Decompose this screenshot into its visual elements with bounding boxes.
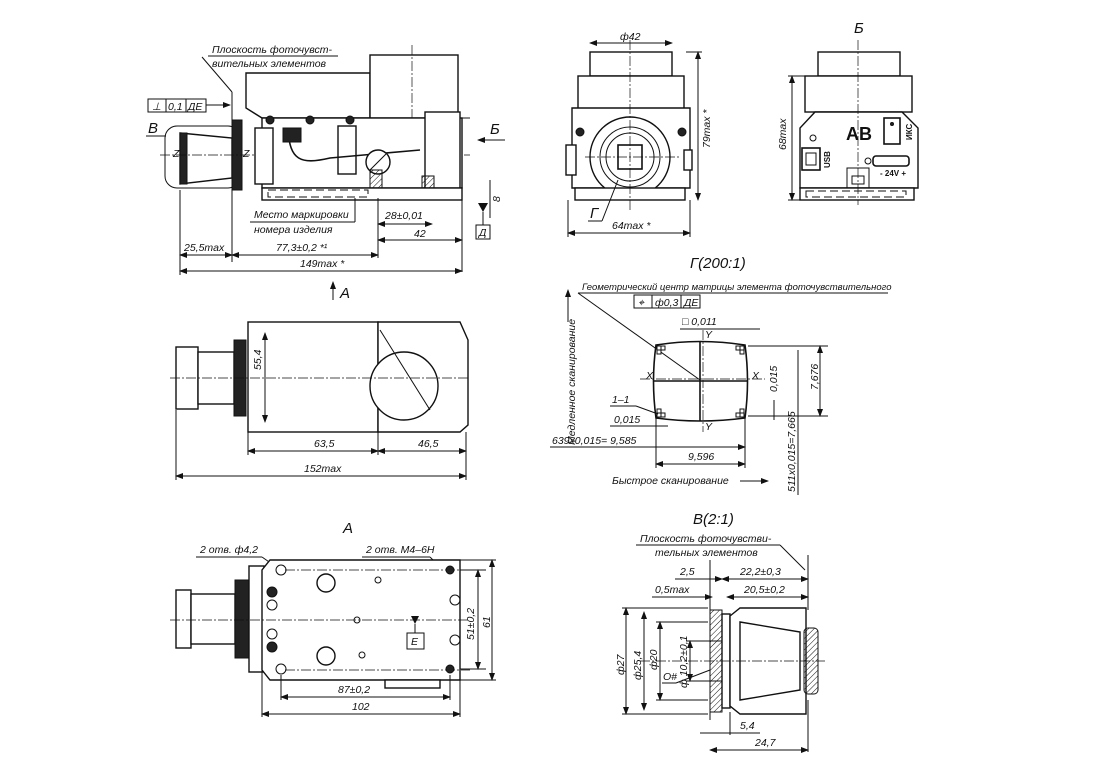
- axis-x-right: X: [751, 370, 760, 382]
- svg-text:⊥: ⊥: [152, 101, 161, 113]
- detail-v-photo-plane-1: Плоскость фоточувстви-: [640, 533, 772, 545]
- dim-42: 42: [414, 228, 426, 240]
- detail-v: В(2:1) Плоскость фоточувстви- тельных эл…: [615, 511, 825, 753]
- rear-view-title: Б: [854, 20, 864, 37]
- dim-102: 102: [352, 701, 370, 713]
- view-a-title: А: [342, 520, 353, 537]
- perpendicularity-frame: ⊥ 0,1 ДЕ: [147, 98, 231, 113]
- side-view: Плоскость фоточувст- вительных элементов…: [146, 44, 505, 302]
- dim-149: 149max *: [300, 258, 345, 270]
- dim-0-5: 0,5max: [655, 584, 690, 596]
- pixel-pitch-v: 0,015: [768, 366, 780, 392]
- axis-z-right: Z: [242, 148, 250, 160]
- dim-64: 64max *: [612, 220, 651, 232]
- slow-scan-label: Медленное сканирование: [566, 319, 578, 445]
- callout-g-label: Г: [590, 205, 600, 222]
- dim-phi20: ф20: [648, 649, 660, 670]
- dim-phi10-2: ф 10,2±0,1: [678, 636, 690, 689]
- dim-2-5: 2,5: [679, 566, 695, 578]
- fast-scan-label: Быстрое сканирование: [612, 475, 729, 487]
- front-view: ф42 79max * Г 64max *: [565, 31, 713, 237]
- dim-77-3: 77,3±0,2 *¹: [276, 242, 328, 254]
- top-view: 55,4 63,5 46,5 152max: [170, 321, 470, 480]
- dim-51: 51±0,2: [465, 608, 477, 640]
- dim-63-5: 63,5: [314, 438, 335, 450]
- dim-24-7: 24,7: [754, 737, 777, 749]
- dim-phi27: ф27: [615, 653, 627, 675]
- photo-plane-label-1: Плоскость фоточувст-: [212, 44, 333, 56]
- dim-col: 511х0,015=7,665: [786, 411, 798, 492]
- dim-phi25-4: ф25,4: [632, 651, 644, 680]
- axis-z-left: Z: [172, 148, 180, 160]
- callout-v-label: В: [148, 120, 158, 137]
- dim-25-5: 25,5max: [183, 242, 225, 254]
- axis-y-top: Y: [705, 329, 713, 341]
- center-note: Геометрический центр матрицы элемента фо…: [582, 282, 892, 293]
- svg-text:ДЕ: ДЕ: [187, 101, 203, 113]
- datum-e: Е: [411, 636, 419, 648]
- marking-label-1: Место маркировки: [254, 209, 349, 221]
- position-tolerance-frame: ⌖ ф0,3 ДЕ: [633, 294, 701, 309]
- dim-row: 639х0,015= 9,585: [552, 435, 637, 447]
- usb-label: USB: [823, 151, 832, 168]
- dim-28: 28±0,01: [384, 210, 423, 222]
- dim-152: 152max: [304, 463, 342, 475]
- dim-79: 79max *: [701, 109, 713, 148]
- detail-g: Г(200:1) Геометрический центр матрицы эл…: [550, 255, 892, 495]
- dim-46-5: 46,5: [418, 438, 439, 450]
- axis-y-bottom: Y: [705, 421, 713, 433]
- dim-68: 68max: [777, 118, 789, 150]
- dim-87: 87±0,2: [338, 684, 370, 696]
- view-a: А 2 отв. ф4,2 2 отв. М4–6Н Е 51±0,2 61 8…: [170, 520, 496, 717]
- section-label: 1–1: [612, 394, 630, 406]
- square-tolerance: □ 0,011: [682, 316, 717, 328]
- dim-55-4: 55,4: [252, 349, 264, 370]
- axis-x-left: X: [645, 370, 654, 382]
- logo: АВ: [846, 124, 872, 144]
- label-o: О#: [663, 671, 677, 683]
- view-b-arrow-label: Б: [490, 121, 500, 138]
- svg-text:0,1: 0,1: [168, 101, 183, 113]
- detail-v-title: В(2:1): [693, 511, 734, 528]
- dim-61: 61: [481, 616, 493, 628]
- svg-text:⌖: ⌖: [638, 297, 645, 309]
- pixel-pitch-h: 0,015: [614, 414, 640, 426]
- view-a-arrow-label: А: [339, 285, 350, 302]
- dim-5-4: 5,4: [740, 720, 755, 732]
- holes-right-label: 2 отв. М4–6Н: [365, 544, 435, 556]
- marking-label-2: номера изделия: [254, 224, 333, 236]
- dim-7-676: 7,676: [809, 364, 821, 390]
- dim-20-5: 20,5±0,2: [743, 584, 785, 596]
- svg-text:ДЕ: ДЕ: [683, 297, 699, 309]
- switch-label: ИКС: [905, 123, 914, 140]
- photo-plane-label-2: вительных элементов: [212, 58, 327, 70]
- dim-9-596: 9,596: [688, 451, 714, 463]
- rear-view: Б АВ ИКС USB - 24V + 68max: [777, 20, 919, 205]
- dim-8: 8: [491, 196, 503, 202]
- dim-22-2: 22,2±0,3: [739, 566, 781, 578]
- holes-left-label: 2 отв. ф4,2: [199, 544, 258, 556]
- detail-g-title: Г(200:1): [690, 255, 746, 272]
- datum-d: Д: [478, 227, 487, 239]
- power-label: - 24V +: [880, 169, 906, 178]
- svg-text:ф0,3: ф0,3: [655, 297, 679, 309]
- detail-v-photo-plane-2: тельных элементов: [655, 547, 758, 559]
